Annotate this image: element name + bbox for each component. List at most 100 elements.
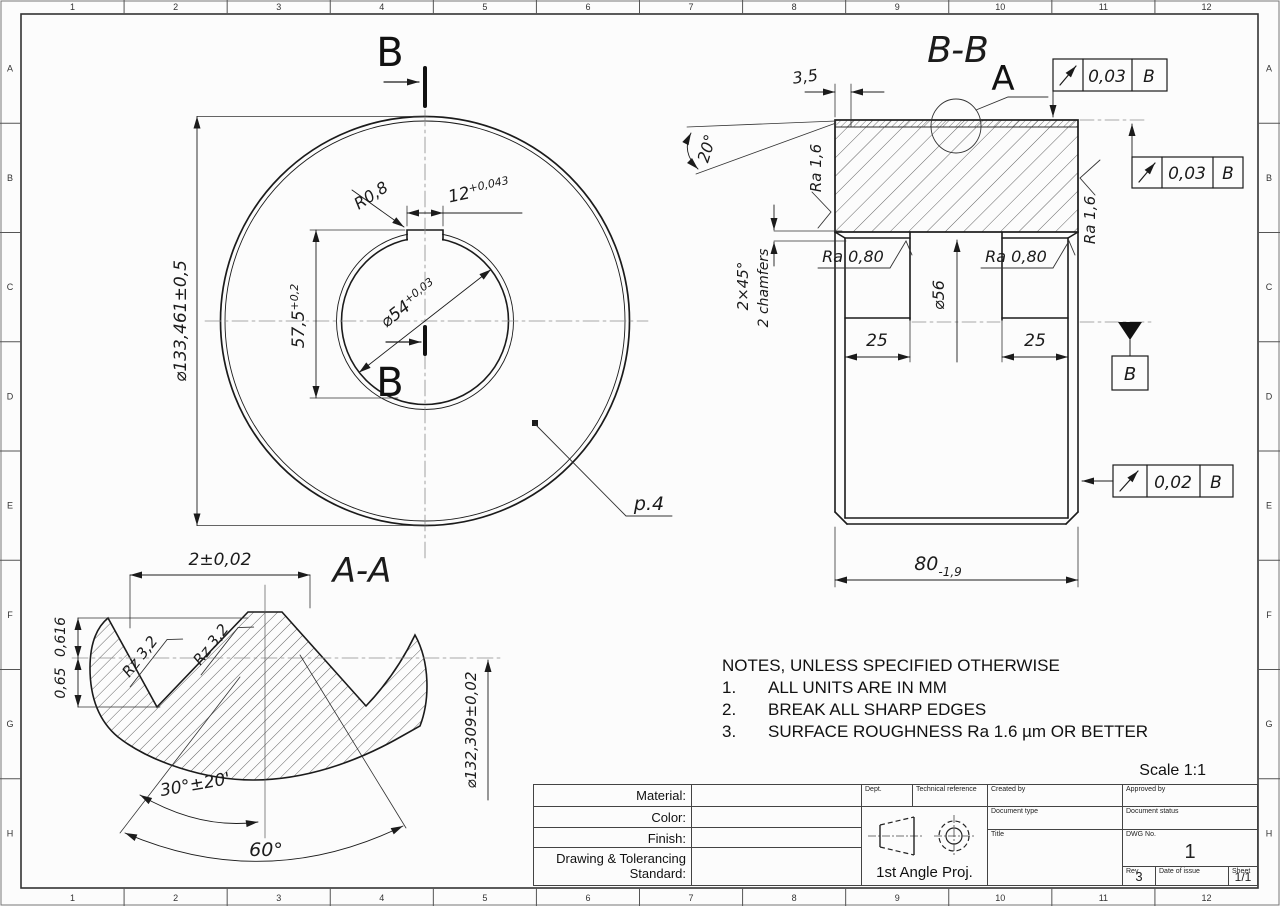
notes-heading: NOTES, UNLESS SPECIFIED OTHERWISE (722, 656, 1060, 675)
dim-keyway-depth: 57,5+0,2 (288, 284, 309, 349)
arc-60 (124, 825, 404, 862)
fcf-runout-right: 0,03 B (1128, 123, 1244, 189)
title-label: Title (987, 829, 1123, 886)
note-item: 2. BREAK ALL SHARP EDGES (722, 700, 987, 719)
dwg-no-value: 1 (1184, 840, 1196, 863)
sheet-cell: Sheet 1/1 (1228, 866, 1258, 886)
color-value (691, 806, 862, 828)
grid-label: 8 (792, 2, 797, 12)
ra-rim-left: Ra 1,6 (807, 144, 825, 192)
dim-chamfer: 2×45° (734, 262, 752, 311)
tooth-ref-dot (532, 420, 538, 426)
datum-triangle (1118, 322, 1142, 340)
angle-line (686, 120, 837, 128)
svg-text:0,03: 0,03 (1088, 67, 1126, 87)
dim-full-angle: 60° (249, 839, 283, 861)
detail-view-aa: A-A 2±0,02 Rz 3,2 Rz 3,2 0,616 0,65 (53, 550, 501, 862)
dim-keyway-fillet: R0,8 (350, 177, 391, 213)
tooth-profile (89, 611, 428, 781)
grid-label: H (1266, 828, 1273, 838)
document-status-label: Document status (1122, 806, 1258, 830)
note-item: 1. ALL UNITS ARE IN MM (722, 678, 947, 697)
grid-label: B (7, 173, 13, 183)
grid-label: 7 (689, 2, 694, 12)
grid-label: G (1265, 719, 1272, 729)
grid-label: 9 (895, 893, 900, 903)
front-view: B B ⌀133,461±0,5 57,5+0,2 ⌀54+0,03 12+0,… (171, 30, 673, 559)
grid-label: 4 (379, 2, 384, 12)
dim-depth1: 0,616 (53, 617, 69, 657)
grid-label: 9 (895, 2, 900, 12)
grid-label: 10 (995, 2, 1005, 12)
runout-icon (1119, 470, 1139, 492)
date-of-issue-cell: Date of issue (1155, 866, 1229, 886)
tooth-ref-leader (534, 423, 673, 517)
sheet-value: 1/1 (1234, 870, 1252, 884)
grid-label: 12 (1201, 2, 1211, 12)
grid-label: 3 (276, 2, 281, 12)
arc-30 (139, 794, 259, 828)
projection-label: 1st Angle Proj. (876, 864, 973, 881)
grid-label: A (1266, 64, 1272, 74)
grid-label: 10 (995, 893, 1005, 903)
section-view-bb: B-B (682, 30, 1244, 588)
dim-tooth-width: 2±0,02 (189, 550, 252, 570)
hub-outline (834, 231, 1079, 525)
document-type-label: Document type (987, 806, 1123, 830)
created-by-label: Created by (987, 784, 1123, 807)
grid-label: 4 (379, 893, 384, 903)
roughness-symbol (1079, 159, 1101, 196)
dim-angle-20: 20° (694, 132, 720, 165)
dim-line-bore (358, 269, 492, 373)
dept-label: Dept. (861, 784, 913, 807)
svg-text:0,03: 0,03 (1168, 164, 1206, 184)
dim-keyway-width: 12+0,043 (446, 174, 511, 208)
grid-label: 6 (585, 893, 590, 903)
detail-leader (975, 96, 1049, 111)
grid-label: 5 (482, 2, 487, 12)
projection-cell: 1st Angle Proj. (861, 806, 988, 886)
runout-icon (1138, 162, 1156, 183)
grid-label: D (1266, 391, 1273, 401)
grid-label: 6 (585, 2, 590, 12)
ra-rim-right: Ra 1,6 (1081, 196, 1099, 244)
svg-text:0,02: 0,02 (1154, 473, 1192, 493)
section-title: B-B (927, 30, 989, 71)
grid-label: 8 (792, 893, 797, 903)
svg-text:B: B (1143, 67, 1155, 87)
roughness-symbol (811, 191, 832, 229)
rev-value: 3 (1135, 869, 1143, 884)
grid-label: 12 (1201, 893, 1211, 903)
detail-title: A-A (331, 551, 392, 591)
grid-label: 2 (173, 2, 178, 12)
title-block: Material: Color: Finish: Drawing & Toler… (533, 784, 1258, 886)
technical-reference-label: Technical reference (912, 784, 988, 807)
grid-label: B (1266, 173, 1272, 183)
angle-line (695, 122, 837, 175)
grid-label: 5 (482, 893, 487, 903)
roughness-symbol (817, 240, 913, 269)
datum-label: B (1124, 364, 1136, 385)
dim-bore56: ⌀56 (929, 280, 948, 310)
svg-text:B: B (1222, 164, 1234, 184)
grid-label: C (1266, 282, 1273, 292)
rev-cell: Rev. 3 (1122, 866, 1156, 886)
dim-3-5: 3,5 (791, 65, 819, 87)
dim-outer-dia: ⌀133,461±0,5 (171, 260, 191, 382)
material-value (691, 784, 862, 807)
grid-label: C (7, 282, 14, 292)
grid-label: 7 (689, 893, 694, 903)
grid-label: F (1266, 610, 1272, 620)
dim-half-angle: 30°±20' (159, 769, 232, 801)
grid-label: A (7, 64, 13, 74)
first-angle-projection-icon (868, 815, 974, 857)
material-label: Material: (533, 784, 692, 807)
standard-label: Drawing & Tolerancing Standard: (533, 847, 692, 886)
roughness-symbol (980, 240, 1076, 269)
detail-label: A (991, 59, 1014, 99)
grid-label: 2 (173, 893, 178, 903)
svg-text:B: B (1210, 473, 1222, 493)
